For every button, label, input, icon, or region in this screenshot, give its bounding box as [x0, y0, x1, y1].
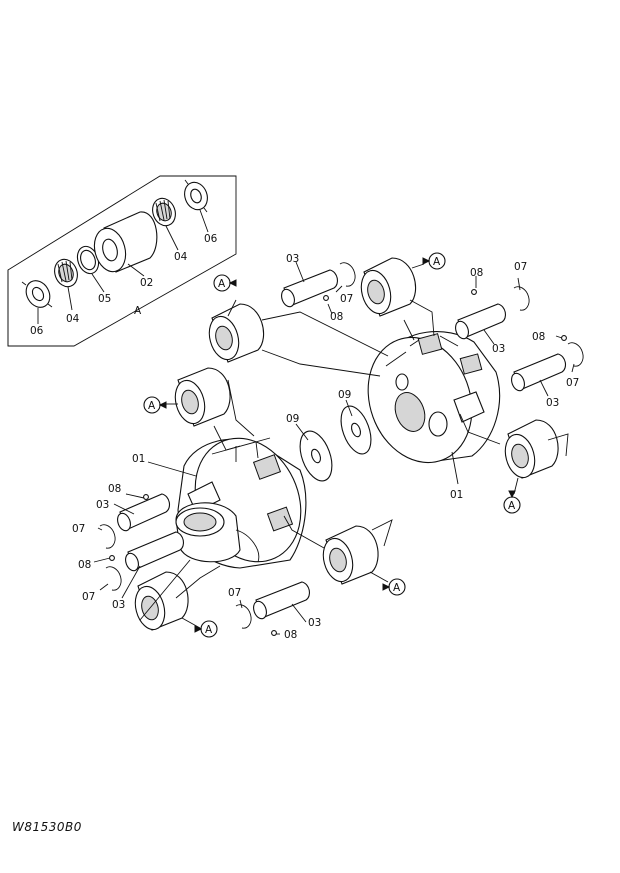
label-05: 05 [98, 293, 111, 305]
label-03-right-upper: 03 [492, 343, 505, 355]
label-07-left-upper: 07 [72, 523, 85, 535]
assembly-guide-lines [139, 299, 569, 621]
label-06-right: 06 [204, 233, 218, 245]
carrier-right [367, 331, 501, 464]
svg-text:A: A [508, 500, 516, 512]
pin-03-left-lower [125, 531, 185, 572]
thrust-washer-09-a [299, 430, 333, 482]
snap-ring-07-left-upper [99, 524, 116, 549]
label-01-left: 01 [132, 453, 145, 465]
label-04-right: 04 [174, 251, 188, 263]
thrust-washer-09-b [340, 405, 372, 455]
snap-ring-07-bottom [235, 604, 252, 629]
label-09-left: 09 [286, 413, 299, 425]
label-08-bottom: 08 [284, 629, 297, 641]
spacer-ring [76, 245, 100, 275]
carrier-left [175, 437, 307, 569]
gear-unit-a-mid-left [174, 367, 231, 427]
label-08-right-lower: 08 [532, 331, 545, 343]
pin-03-right-upper [455, 303, 507, 340]
label-08-right-upper: 08 [470, 267, 483, 279]
planet-gear-02 [93, 211, 158, 273]
pin-03-right-lower [511, 353, 567, 392]
label-07-bottom: 07 [228, 587, 241, 599]
ref-marker-a-5: A [382, 578, 406, 596]
label-leaders [93, 261, 575, 635]
inset-a-box [7, 175, 237, 347]
label-09-right: 09 [338, 389, 351, 401]
ref-marker-a-6: A [194, 620, 218, 638]
label-08-left-upper: 08 [108, 483, 121, 495]
ref-marker-a-1: A [213, 274, 237, 292]
label-02: 02 [140, 277, 153, 289]
svg-text:A: A [218, 278, 226, 290]
svg-text:A: A [433, 256, 441, 268]
gear-unit-a-lower-mid [322, 525, 379, 585]
needle-bearing-right [152, 197, 176, 227]
label-03-right-lower: 03 [546, 397, 559, 409]
inset-leaders [37, 209, 209, 324]
snap-ring-07-top [339, 262, 356, 287]
svg-text:A: A [148, 400, 156, 412]
label-08-left-lower: 08 [78, 559, 91, 571]
snap-ring-07-right-lower [567, 342, 584, 367]
label-07-right-upper: 07 [514, 261, 527, 273]
snap-ring-07-left-lower [105, 566, 122, 591]
label-03-bottom: 03 [308, 617, 321, 629]
needle-bearing-left [54, 258, 78, 288]
ref-marker-a-2: A [143, 396, 167, 414]
ref-marker-a-4: A [503, 490, 521, 514]
inset-title-a: A [134, 305, 142, 317]
pin-03-left-upper [117, 493, 171, 532]
label-07-top: 07 [340, 293, 353, 305]
gear-unit-a-top-right [360, 257, 417, 317]
label-08-top: 08 [330, 311, 343, 323]
label-04-left: 04 [66, 313, 80, 325]
thrust-washer-left [21, 280, 53, 308]
label-03-left-lower: 03 [112, 599, 125, 611]
figure-code: W81530B0 [12, 820, 82, 834]
svg-text:A: A [393, 582, 401, 594]
label-01-right: 01 [450, 489, 463, 501]
snap-ring-07-right-upper [513, 286, 530, 311]
svg-text:A: A [205, 624, 213, 636]
label-03-left-upper: 03 [96, 499, 109, 511]
gear-unit-a-top-left [208, 303, 265, 363]
gear-unit-a-right [504, 419, 559, 479]
label-06-left: 06 [30, 325, 44, 337]
label-03-top: 03 [286, 253, 299, 265]
pin-03-top [281, 269, 339, 308]
label-07-left-lower: 07 [82, 591, 95, 603]
pin-03-bottom [253, 581, 311, 620]
ref-marker-a-3: A [422, 252, 446, 270]
label-07-right-lower: 07 [566, 377, 579, 389]
gear-unit-a-bottom-left [134, 571, 189, 631]
thrust-washer-right [184, 179, 208, 213]
